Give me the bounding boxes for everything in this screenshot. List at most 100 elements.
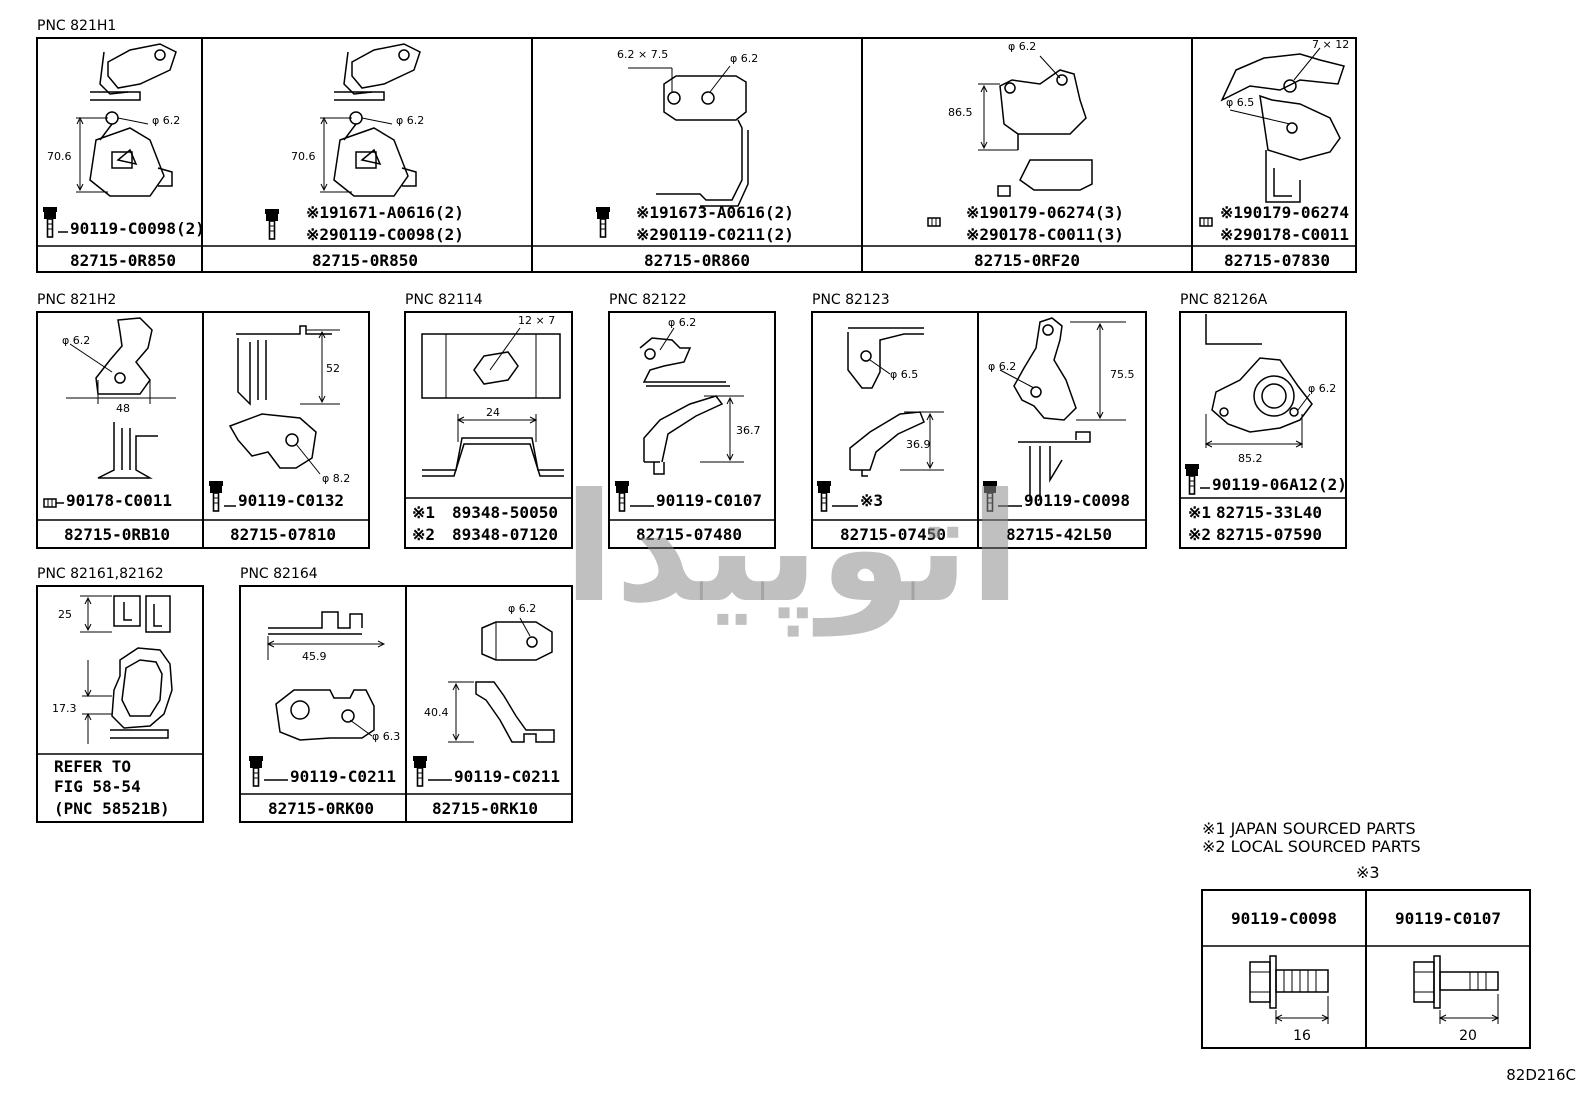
bracket-drawing	[448, 617, 555, 743]
fastener-part-number: 90119-C0211	[290, 767, 396, 786]
dimension-label: φ 6.2	[508, 602, 536, 615]
part-number: 89348-50050	[452, 503, 558, 522]
dimension-label: 40.4	[424, 706, 449, 719]
dimension-label: 70.6	[47, 150, 72, 163]
bolt-part-number: 90119-C0107	[1395, 909, 1501, 928]
bolt-part-number: 90119-C0098	[1231, 909, 1337, 928]
table-frame	[36, 311, 370, 549]
nut-icon	[1199, 217, 1213, 227]
part-number: 82715-0R860	[644, 251, 750, 270]
bolt-icon	[412, 755, 428, 787]
table-frame	[608, 311, 776, 549]
bolt-length: 20	[1459, 1028, 1477, 1044]
bracket-drawing	[228, 325, 340, 475]
table-frame	[36, 585, 204, 823]
fastener-part-number: ※190179-06274	[1220, 203, 1349, 222]
fastener-part-number: 90119-C0098	[1024, 491, 1130, 510]
dimension-label: φ 6.2	[1308, 382, 1336, 395]
nut-icon	[43, 498, 57, 508]
pnc-label: PNC 82122	[609, 292, 687, 308]
dimension-label: φ 6.3	[372, 730, 400, 743]
dimension-label: 70.6	[291, 150, 316, 163]
legend-note: ※1 JAPAN SOURCED PARTS	[1202, 819, 1416, 838]
dimension-label: 12 × 7	[518, 314, 555, 327]
bolt-legend-table	[1201, 889, 1531, 1049]
dimension-label: 52	[326, 362, 340, 375]
dimension-label: φ 6.2	[988, 360, 1016, 373]
bolt-icon	[595, 206, 611, 238]
fastener-part-number: ※290178-C0011	[1220, 225, 1349, 244]
bracket-drawing	[66, 317, 176, 479]
dimension-label: φ 6.5	[1226, 96, 1254, 109]
part-mark: ※1	[1188, 503, 1211, 522]
dimension-label: φ 6.2	[1008, 40, 1036, 53]
bolt-icon	[264, 208, 280, 240]
bolt-icon	[1413, 955, 1500, 1024]
dimension-label: 75.5	[1110, 368, 1135, 381]
bracket-drawing	[847, 327, 944, 477]
part-number: 82715-0R850	[312, 251, 418, 270]
fastener-part-number: ※3	[860, 491, 883, 510]
bracket-drawing	[266, 611, 386, 741]
bolt-icon	[248, 755, 264, 787]
dimension-label: φ 6.2	[730, 52, 758, 65]
diagram-code: 82D216C	[1506, 1066, 1576, 1084]
dimension-label: 25	[58, 608, 72, 621]
part-number: 82715-0R850	[70, 251, 176, 270]
part-mark: ※2	[412, 525, 435, 544]
refer-note: (PNC 58521B)	[54, 799, 170, 818]
legend-note: ※2 LOCAL SOURCED PARTS	[1202, 837, 1421, 856]
bracket-drawing	[628, 65, 749, 207]
pnc-label: PNC 82126A	[1180, 292, 1268, 308]
dimension-label: φ 6.2	[62, 334, 90, 347]
refer-note: FIG 58-54	[54, 777, 141, 796]
fastener-part-number: 90178-C0011	[66, 491, 172, 510]
legend-note: ※3	[1356, 863, 1380, 882]
part-number: 82715-0RK00	[268, 799, 374, 818]
table-frame	[36, 37, 1357, 273]
table-frame	[404, 311, 573, 549]
part-number: 82715-07830	[1224, 251, 1330, 270]
dimension-label: 7 × 12	[1312, 38, 1349, 51]
refer-note: REFER TO	[54, 757, 131, 776]
fastener-part-number: 90119-C0211	[454, 767, 560, 786]
dimension-label: 24	[486, 406, 500, 419]
dimension-label: 85.2	[1238, 452, 1263, 465]
pnc-label: PNC 821H1	[37, 18, 116, 34]
dimension-label: 36.7	[736, 424, 761, 437]
pnc-label: PNC 82123	[812, 292, 890, 308]
fastener-part-number: ※191671-A0616(2)	[306, 203, 464, 222]
dimension-label: φ 8.2	[322, 472, 350, 485]
fastener-part-number: 90119-C0098(2)	[70, 219, 205, 238]
dimension-label: 45.9	[302, 650, 327, 663]
bracket-drawing	[1220, 47, 1345, 203]
pnc-label: PNC 821H2	[37, 292, 116, 308]
fastener-part-number: ※290119-C0211(2)	[636, 225, 794, 244]
part-number: 82715-07590	[1216, 525, 1322, 544]
part-number: 82715-0RB10	[64, 525, 170, 544]
fastener-part-number: ※190179-06274(3)	[966, 203, 1124, 222]
clip-drawing	[80, 595, 173, 744]
dimension-label: 48	[116, 402, 130, 415]
fastener-part-number: 90119-06A12(2)	[1212, 475, 1347, 494]
part-number: 82715-07450	[840, 525, 946, 544]
bracket-drawing	[76, 43, 177, 197]
dimension-label: 17.3	[52, 702, 77, 715]
part-number: 82715-07810	[230, 525, 336, 544]
part-number: 82715-33L40	[1216, 503, 1322, 522]
nut-icon	[927, 217, 941, 227]
part-mark: ※1	[412, 503, 435, 522]
fastener-part-number: ※290119-C0098(2)	[306, 225, 464, 244]
dimension-label: φ 6.5	[890, 368, 918, 381]
table-frame	[811, 311, 1147, 549]
part-number: 89348-07120	[452, 525, 558, 544]
dimension-label: φ 6.2	[396, 114, 424, 127]
table-frame	[239, 585, 573, 823]
fastener-part-number: ※191673-A0616(2)	[636, 203, 794, 222]
part-number: 82715-42L50	[1006, 525, 1112, 544]
dimension-label: 6.2 × 7.5	[617, 48, 668, 61]
bolt-icon	[208, 480, 224, 512]
part-number: 82715-07480	[636, 525, 742, 544]
dimension-label: 86.5	[948, 106, 973, 119]
